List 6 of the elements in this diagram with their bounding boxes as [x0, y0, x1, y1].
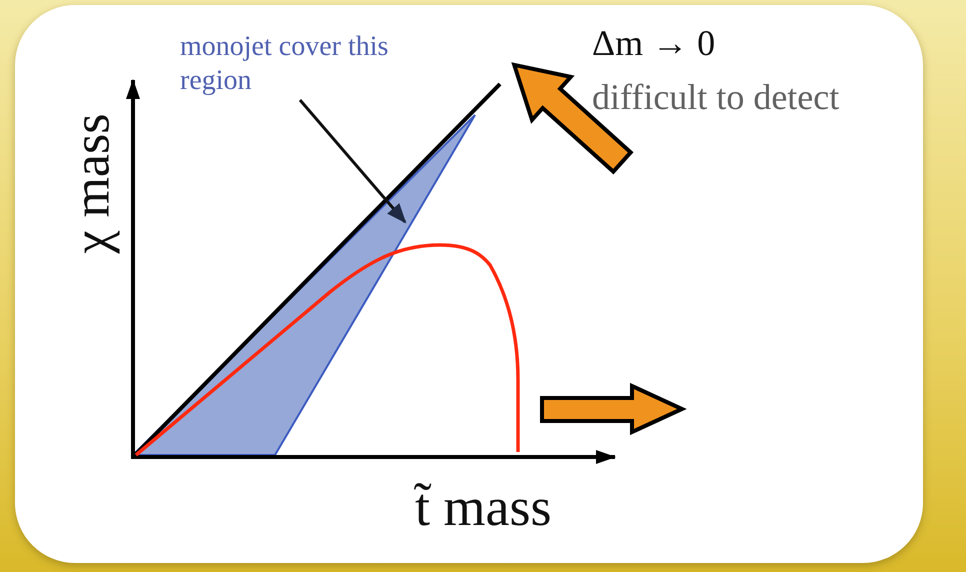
- leader-line: [298, 99, 406, 224]
- axis-title: t̃ mass: [415, 478, 552, 538]
- annotation-text: monojet cover this region: [180, 30, 390, 98]
- annotation-text: difficult to detect: [592, 78, 840, 118]
- annotation-text: Δm → 0: [592, 24, 716, 64]
- axis-title: χ mass: [63, 114, 121, 254]
